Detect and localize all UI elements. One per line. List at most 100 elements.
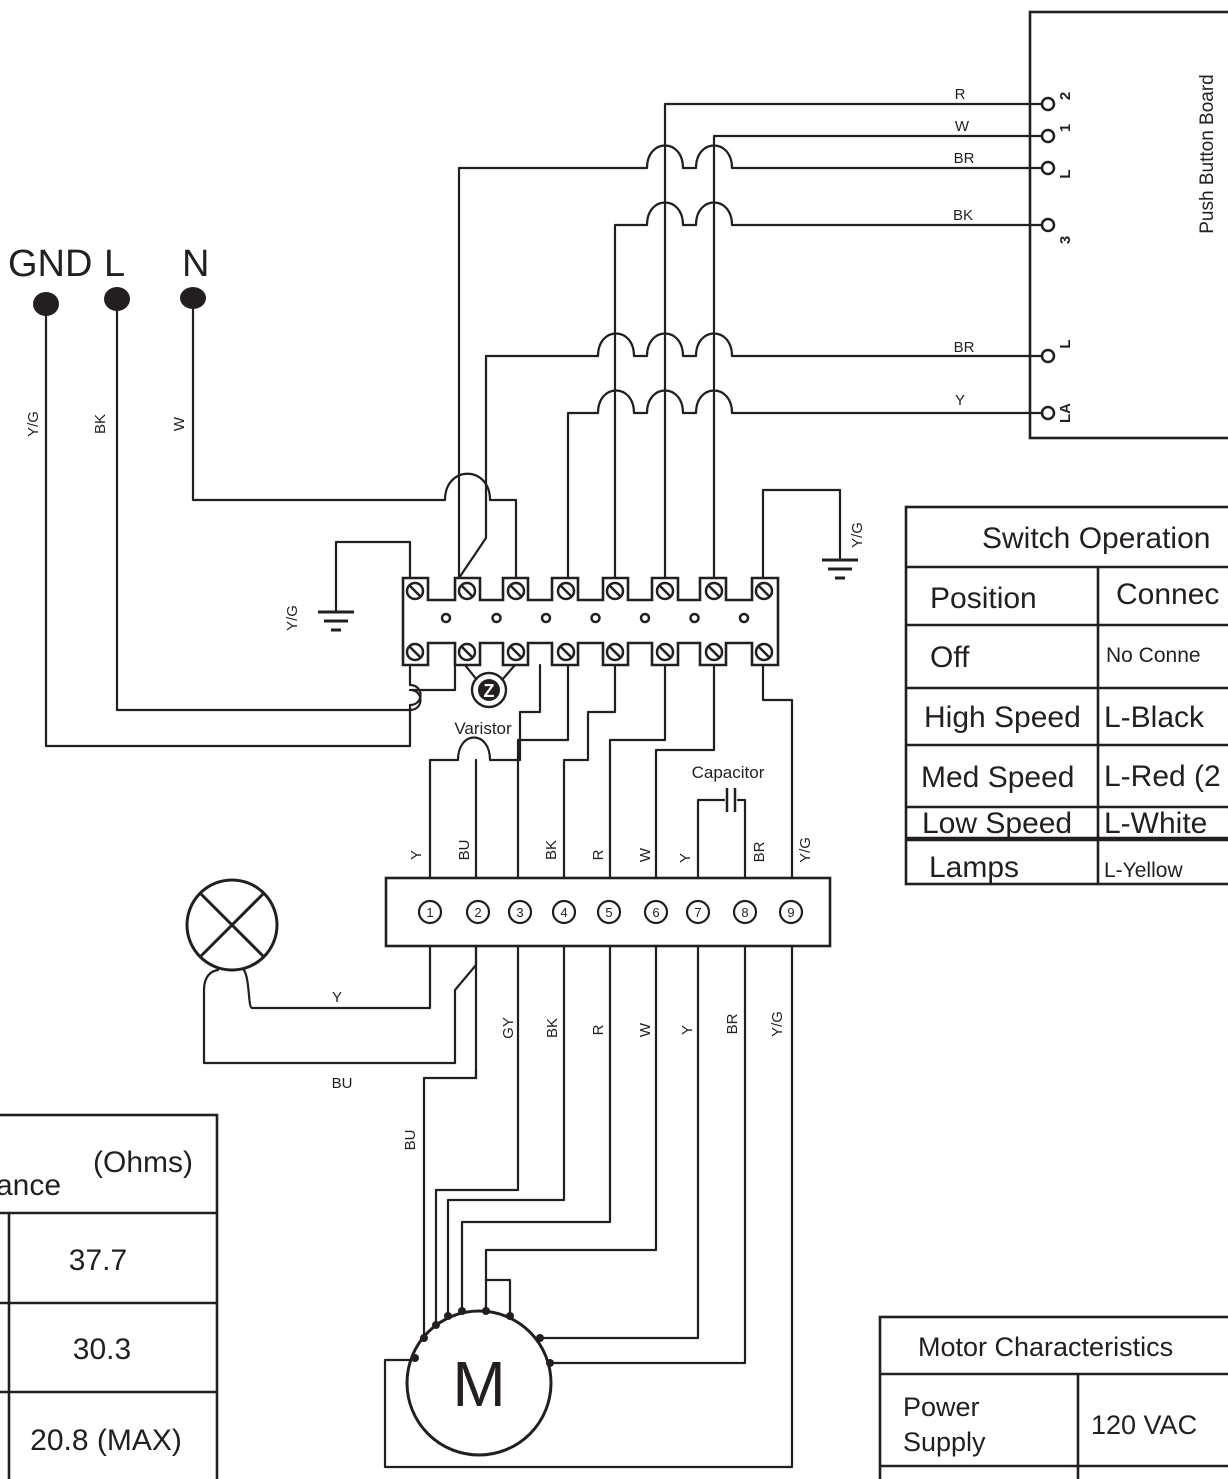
wire-bk-motor: [446, 944, 566, 1324]
wire-r-lower: [562, 663, 617, 880]
motor-row-power-line2: Supply: [903, 1427, 986, 1457]
lamp-bu-label: BU: [332, 1075, 353, 1092]
strip-label-2: BU: [456, 840, 473, 861]
strip-label-6: W: [637, 847, 654, 862]
terminal-block: [401, 576, 780, 667]
resistance-value-1: 37.7: [69, 1244, 127, 1277]
resistance-value-2: 30.3: [73, 1333, 131, 1366]
wire-gy-motor: [434, 944, 520, 1338]
strip-terminal-number: 5: [605, 905, 612, 920]
block-ground-wire-left: [334, 540, 412, 602]
gnd-wire: [44, 302, 422, 748]
strip-terminal-5: [596, 899, 622, 925]
wire-br-label-top: BR: [954, 150, 975, 167]
line-wire: [115, 297, 457, 712]
wire-br-motor: [548, 944, 747, 1365]
motor-row-power-line1: Power: [903, 1392, 980, 1422]
capacitor-wire: [696, 798, 747, 880]
wire-br-label-bottom: BR: [954, 339, 975, 356]
wire-bk-label: BK: [953, 207, 973, 224]
switch-table-title: Switch Operation: [982, 522, 1210, 555]
switch-row-high: High Speed: [924, 701, 1081, 734]
wire-br-board-top: [457, 144, 1044, 580]
varistor-label: Varistor: [454, 719, 512, 738]
strip-terminal-number: 7: [694, 905, 701, 920]
gnd-label: GND: [8, 243, 92, 285]
wire-br-board-bottom: [457, 332, 1044, 580]
terminal-screws: [405, 581, 774, 662]
strip-terminal-number: 3: [516, 905, 523, 920]
motor-r-label: R: [590, 1024, 607, 1035]
neutral-wire-label: W: [171, 416, 188, 431]
wire-w-board: [712, 134, 1044, 580]
switch-row-med-value: L-Red (2: [1104, 760, 1221, 793]
strip-label-8: BR: [751, 841, 768, 862]
gnd-wire-label: Y/G: [25, 411, 42, 437]
motor-bu-label: BU: [402, 1130, 419, 1151]
wire-y-label: Y: [955, 392, 965, 409]
varistor-lead-right: [500, 663, 517, 682]
strip-label-4: BK: [543, 840, 560, 860]
strip-terminal-number: 9: [787, 905, 794, 920]
svg-text:L: L: [1057, 339, 1074, 348]
strip-label-5: R: [590, 849, 607, 860]
switch-row-lamps-value: L-Yellow: [1104, 859, 1183, 882]
switch-row-low: Low Speed: [922, 807, 1072, 840]
wire-bu-lamp: [202, 944, 478, 1065]
strip-terminal-1: [417, 899, 443, 925]
strip-terminal-number: 2: [474, 905, 481, 920]
motor-w-label: W: [637, 1022, 654, 1037]
strip-terminal-8: [732, 899, 758, 925]
svg-text:3: 3: [1057, 236, 1074, 244]
strip-terminal-number: 4: [560, 905, 567, 920]
resistance-table: ance (Ohms) 37.7 30.3 20.8 (MAX): [0, 1113, 219, 1479]
board-pin-br-bottom: L: [1040, 339, 1074, 364]
svg-text:Z: Z: [484, 681, 495, 701]
strip-terminal-2: [465, 899, 491, 925]
motor-gy-label: GY: [500, 1017, 517, 1039]
strip-terminal-number: 6: [652, 905, 659, 920]
ground-icon: [318, 600, 354, 632]
strip-label-7: Y: [677, 853, 694, 863]
wire-bk-lower: [516, 663, 570, 880]
motor-br-label: BR: [724, 1013, 741, 1034]
ground-right-label: Y/G: [849, 522, 866, 548]
strip-terminal-number: 8: [741, 905, 748, 920]
switch-header-position: Position: [930, 582, 1037, 615]
svg-text:L: L: [1057, 169, 1074, 178]
switch-row-lamps: Lamps: [929, 851, 1019, 884]
motor-table-title: Motor Characteristics: [918, 1332, 1173, 1362]
wire-bu-yg-motor: [383, 944, 794, 1469]
wire-y-board: [566, 389, 1044, 580]
board-pin-la: LA: [1040, 403, 1074, 423]
wire-r-board: [663, 102, 1044, 580]
neutral-wire: [191, 296, 518, 580]
wire-r-motor: [460, 944, 612, 1312]
motor-terminal-strip: [384, 876, 832, 948]
motor: [405, 1309, 553, 1457]
wire-w-motor: [484, 944, 658, 1313]
resistance-unit: (Ohms): [93, 1146, 193, 1179]
switch-header-connection: Connec: [1116, 578, 1219, 611]
board-pin-bk: 3: [1040, 217, 1074, 244]
block-ground-wire-right: [761, 488, 842, 580]
svg-text:1: 1: [1057, 124, 1074, 132]
resistance-value-3: 20.8 (MAX): [30, 1424, 182, 1457]
switch-operation-table: Switch Operation Position Connec Off No …: [904, 505, 1228, 886]
motor-characteristics-table: Motor Characteristics Power Supply 120 V…: [878, 1315, 1228, 1479]
push-button-board-label: Push Button Board: [1197, 74, 1218, 234]
board-pin-r: 2: [1040, 92, 1074, 112]
wire-y-motor: [538, 944, 700, 1340]
strip-label-9: Y/G: [797, 837, 814, 863]
board-pin-br-top: L: [1040, 160, 1074, 179]
svg-text:2: 2: [1057, 92, 1074, 100]
switch-row-off-value: No Conne: [1106, 644, 1201, 667]
board-pin-w: 1: [1040, 124, 1074, 144]
resistance-title: ance: [0, 1169, 61, 1202]
strip-terminal-9: [778, 899, 804, 925]
wire-motor-jog: [484, 1278, 512, 1318]
neutral-label: N: [182, 243, 209, 285]
wire-r-label: R: [955, 86, 966, 103]
ground-left-label: Y/G: [284, 605, 301, 631]
